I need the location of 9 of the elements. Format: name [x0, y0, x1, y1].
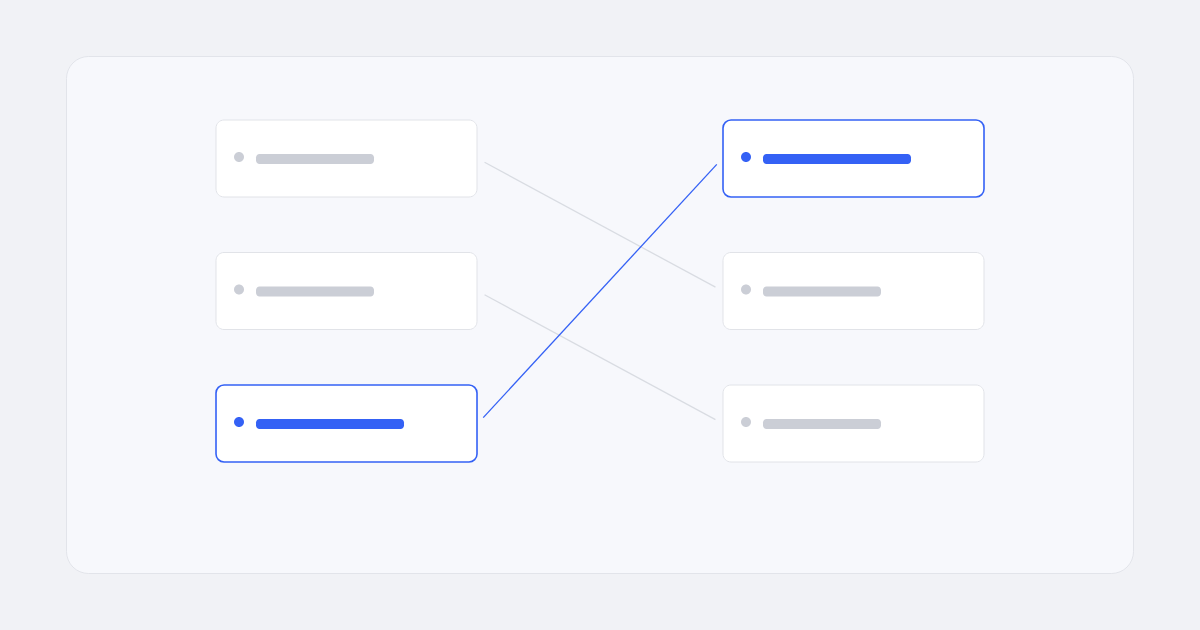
connector-line — [482, 163, 718, 419]
list-card — [215, 119, 478, 198]
connector-line — [483, 161, 717, 288]
list-card — [215, 252, 478, 330]
connector-line — [483, 294, 717, 421]
list-card — [722, 384, 985, 463]
list-card — [722, 252, 985, 330]
list-card — [215, 384, 478, 463]
list-card — [722, 119, 985, 198]
